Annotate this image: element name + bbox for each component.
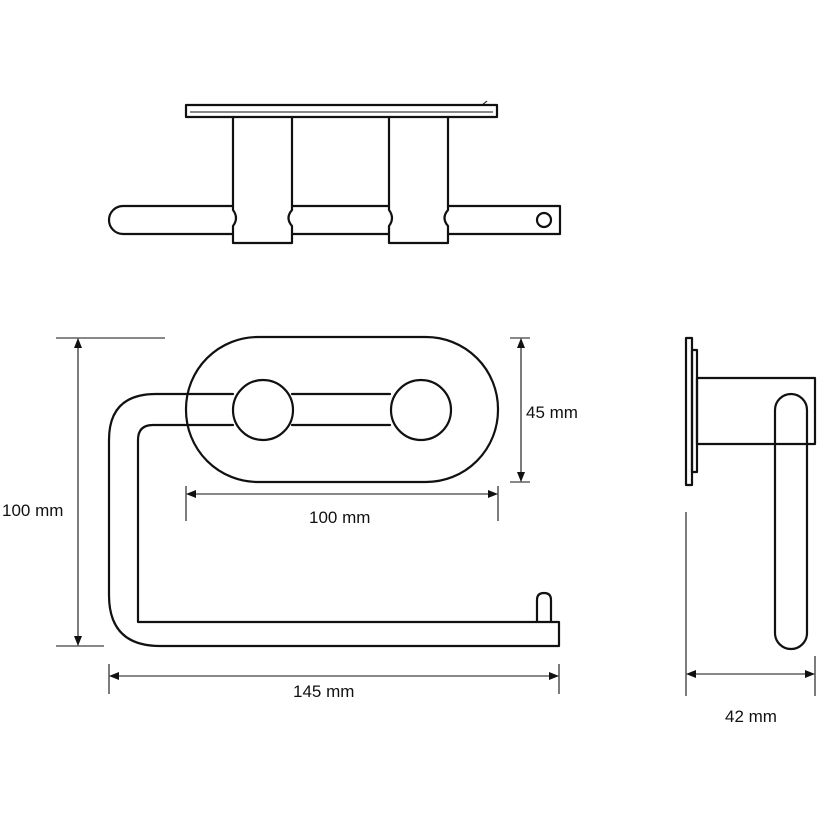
top-view (107, 100, 562, 245)
dim-plate-width-label: 100 mm (309, 508, 370, 527)
front-left-mount-disc (231, 378, 295, 442)
front-view (107, 335, 561, 648)
dim-depth-label: 42 mm (725, 707, 777, 726)
top-right-post (387, 115, 450, 245)
dimension-total-height: 100 mm (2, 337, 165, 647)
top-plate-outer (184, 103, 499, 119)
top-bar-end-hole (535, 211, 553, 229)
dimension-backplate-width: 100 mm (185, 486, 499, 527)
front-right-mount-disc (389, 378, 453, 442)
side-mount-body (695, 376, 817, 446)
side-view (684, 336, 817, 651)
dim-plate-height-label: 45 mm (526, 403, 578, 422)
front-backplate (184, 335, 500, 484)
dimension-depth: 42 mm (685, 512, 816, 726)
front-end-stopper (535, 591, 553, 624)
dimension-backplate-height: 45 mm (510, 337, 578, 483)
top-bar-left (107, 204, 235, 236)
top-bar-right (446, 204, 562, 236)
dimension-total-width: 145 mm (108, 664, 560, 701)
top-plate-right-tick (481, 100, 488, 106)
side-arm (773, 392, 809, 651)
top-left-post (231, 115, 294, 245)
dim-width-label: 145 mm (293, 682, 354, 701)
front-roll-arm (107, 392, 561, 648)
dim-height-label: 100 mm (2, 501, 63, 520)
